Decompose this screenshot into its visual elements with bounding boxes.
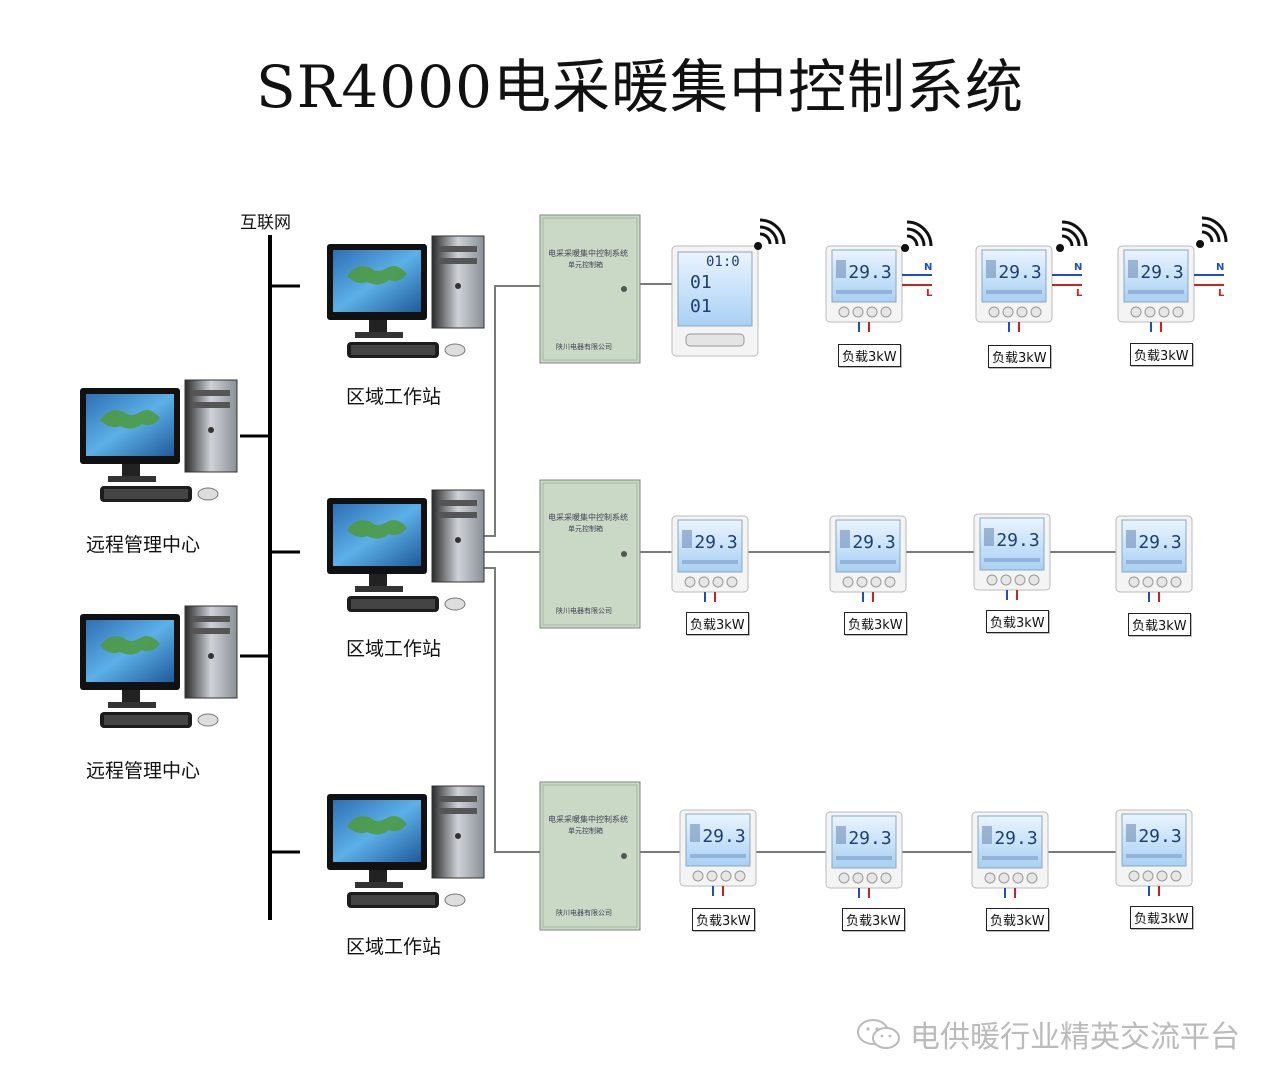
thermostat-r3-2 [825, 811, 903, 899]
cabinet-3-sub: 单元控制箱 [568, 827, 603, 835]
thermostat-r2-1 [671, 515, 749, 603]
cabinet-3-maker: 陕川电器有限公司 [556, 909, 612, 917]
cabinet-2-maker: 陕川电器有限公司 [556, 607, 612, 615]
cabinet-1-title: 电采采暖集中控制系统 [548, 249, 628, 258]
large-thermostat-mid: 01 [690, 272, 712, 293]
watermark: 电供暖行业精英交流平台 [856, 1012, 1240, 1056]
remote-center-label-2: 远程管理中心 [86, 760, 201, 782]
thermostat-r3-3 [971, 811, 1049, 899]
wire-n-label: N [1074, 262, 1083, 273]
load-label: 负载3kW [986, 908, 1049, 931]
workstation-label-1: 区域工作站 [346, 386, 442, 408]
load-label: 负载3kW [1130, 343, 1193, 366]
wireless-thermostat-large [671, 245, 759, 357]
wire-l-label: L [1218, 288, 1225, 299]
cabinet-2-title: 电采采暖集中控制系统 [548, 513, 628, 522]
wifi-icon [1194, 216, 1228, 250]
thermostat-r2-3 [973, 513, 1051, 601]
thermostat-r2-4 [1115, 515, 1193, 603]
thermostat-r1-2 [825, 245, 903, 333]
load-label: 负载3kW [1130, 906, 1193, 929]
wire-l-label: L [1076, 288, 1083, 299]
load-label: 负载3kW [844, 612, 907, 635]
workstation-computer-1 [326, 235, 485, 359]
load-label: 负载3kW [986, 610, 1049, 633]
load-label: 负载3kW [838, 344, 901, 367]
workstation-computer-2 [326, 489, 485, 613]
wifi-icon [752, 218, 786, 252]
load-label: 负载3kW [988, 345, 1051, 368]
cabinet-2-sub: 单元控制箱 [568, 525, 603, 533]
thermostat-r1-4 [1117, 245, 1195, 333]
cabinet-1-maker: 陕川电器有限公司 [556, 343, 612, 351]
workstation-label-3: 区域工作站 [346, 936, 442, 958]
load-label: 负载3kW [842, 908, 905, 931]
wire-l-label: L [926, 288, 933, 299]
thermostat-r1-3 [975, 245, 1053, 333]
cabinet-3-title: 电采采暖集中控制系统 [548, 815, 628, 824]
wechat-icon [856, 1017, 902, 1051]
large-thermostat-top: 01:0 [706, 254, 740, 270]
workstation-label-2: 区域工作站 [346, 638, 442, 660]
thermostat-r3-4 [1115, 809, 1193, 897]
remote-center-label-1: 远程管理中心 [86, 534, 201, 556]
control-cabinet-1 [539, 214, 641, 364]
watermark-text: 电供暖行业精英交流平台 [910, 1020, 1240, 1055]
cabinet-1-sub: 单元控制箱 [568, 261, 603, 269]
remote-center-computer-1 [79, 379, 238, 503]
wire-n-label: N [1216, 262, 1225, 273]
wire-n-label: N [924, 262, 933, 273]
page-title: SR4000电采暖集中控制系统 [255, 53, 1024, 121]
remote-center-computer-2 [79, 605, 238, 729]
large-thermostat-bot: 01 [690, 296, 712, 317]
thermostat-r3-1 [679, 809, 757, 897]
load-label: 负载3kW [1128, 613, 1191, 636]
load-label: 负载3kW [686, 612, 749, 635]
workstation-computer-3 [326, 785, 485, 909]
wifi-icon [899, 220, 933, 254]
load-label: 负载3kW [692, 908, 755, 931]
internet-label: 互联网 [240, 213, 291, 233]
wifi-icon [1054, 220, 1088, 254]
thermostat-r2-2 [829, 515, 907, 603]
